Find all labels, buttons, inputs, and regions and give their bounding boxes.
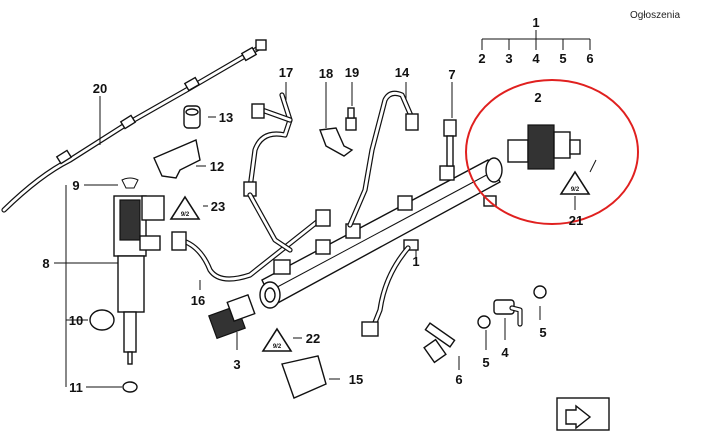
- callout-2[interactable]: 2: [534, 90, 541, 105]
- bolt-7[interactable]: [443, 119, 457, 167]
- injector[interactable]: [113, 195, 165, 365]
- callout-numbers: 1 2 3 4 5 6 20 17 18 19 14 7 2 13 12 9 2…: [42, 15, 593, 395]
- ad-label[interactable]: Ogłoszenia: [630, 10, 681, 21]
- o-ring[interactable]: [89, 309, 115, 331]
- bolt-6[interactable]: [423, 322, 456, 364]
- seal-washer-5a[interactable]: [477, 315, 491, 329]
- seal-washer-5b[interactable]: [533, 285, 547, 299]
- warning-triangle-icon: 9/2: [559, 170, 591, 195]
- injector-line[interactable]: [171, 209, 331, 282]
- callout-1-top[interactable]: 1: [532, 15, 539, 30]
- callout-13[interactable]: 13: [219, 110, 233, 125]
- callout-4-top[interactable]: 4: [532, 51, 540, 66]
- callout-19[interactable]: 19: [345, 65, 359, 80]
- callout-2-top[interactable]: 2: [478, 51, 485, 66]
- arrow-icon[interactable]: [556, 397, 610, 431]
- callout-22[interactable]: 22: [306, 331, 320, 346]
- leader-lines: [54, 82, 597, 388]
- callout-bracket: [481, 30, 591, 50]
- callout-3[interactable]: 3: [233, 357, 240, 372]
- warning-triangle-icon: 9/2: [261, 327, 293, 352]
- washer[interactable]: [122, 381, 138, 393]
- callout-8[interactable]: 8: [42, 256, 49, 271]
- callout-3-top[interactable]: 3: [505, 51, 512, 66]
- callout-5-top[interactable]: 5: [559, 51, 566, 66]
- warning-triangle-icon: 9/2: [169, 195, 201, 220]
- svg-text:9/2: 9/2: [571, 187, 580, 193]
- callout-11[interactable]: 11: [69, 380, 83, 395]
- svg-text:9/2: 9/2: [181, 212, 190, 218]
- callout-5-right[interactable]: 5: [539, 325, 546, 340]
- callout-14[interactable]: 14: [395, 65, 410, 80]
- callout-17[interactable]: 17: [279, 65, 293, 80]
- callout-4[interactable]: 4: [501, 345, 509, 360]
- clamp-18[interactable]: [319, 127, 354, 157]
- callout-5-mid[interactable]: 5: [482, 355, 489, 370]
- callout-9[interactable]: 9: [72, 178, 79, 193]
- callout-15[interactable]: 15: [349, 372, 363, 387]
- callout-6[interactable]: 6: [455, 372, 462, 387]
- callout-7[interactable]: 7: [448, 67, 455, 82]
- clip[interactable]: [121, 177, 139, 189]
- lower-line[interactable]: [361, 245, 411, 337]
- callout-16[interactable]: 16: [191, 293, 205, 308]
- seal-13[interactable]: [183, 105, 201, 129]
- highlight-circle: [465, 79, 639, 225]
- bracket-12[interactable]: [153, 139, 201, 179]
- sleeve-15[interactable]: [281, 355, 327, 399]
- callout-23[interactable]: 23: [211, 199, 225, 214]
- callout-21[interactable]: 21: [569, 213, 583, 228]
- pressure-sensor[interactable]: [507, 124, 581, 170]
- bolt-19[interactable]: [345, 107, 357, 131]
- callout-10[interactable]: 10: [69, 313, 83, 328]
- high-pressure-line-17[interactable]: [243, 92, 293, 253]
- svg-text:9/2: 9/2: [273, 344, 282, 350]
- high-pressure-line-14[interactable]: [347, 90, 419, 228]
- callout-20[interactable]: 20: [93, 81, 107, 96]
- callout-1-rail[interactable]: 1: [412, 254, 419, 269]
- return-hose[interactable]: [1, 39, 267, 213]
- callout-18[interactable]: 18: [319, 66, 333, 81]
- callout-12[interactable]: 12: [210, 159, 224, 174]
- banjo-fitting-4[interactable]: [493, 299, 523, 327]
- fuel-rail[interactable]: [259, 157, 503, 309]
- callout-6-top[interactable]: 6: [586, 51, 593, 66]
- pressure-valve-3[interactable]: [208, 293, 256, 340]
